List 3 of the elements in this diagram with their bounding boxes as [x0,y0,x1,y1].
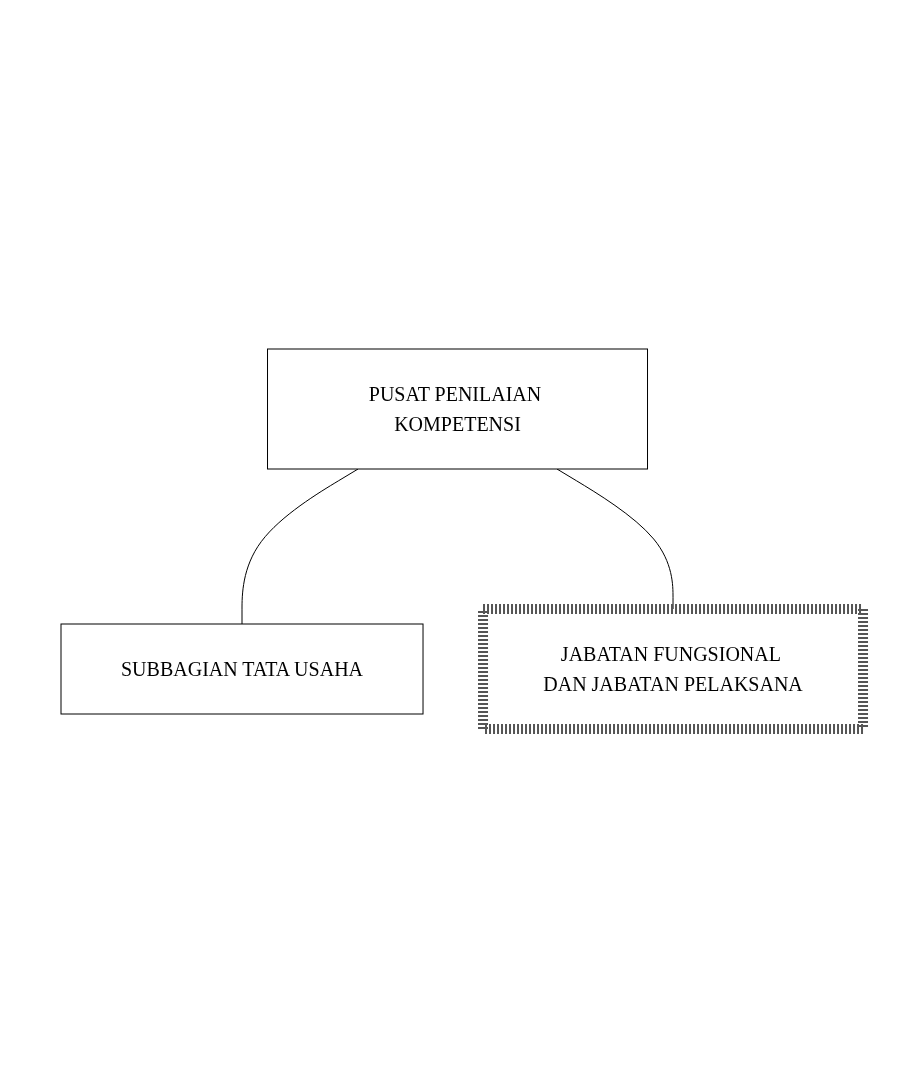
node-box: PUSAT PENILAIAN KOMPETENSI [267,348,648,469]
connector [241,468,359,624]
node-box: SUBBAGIAN TATA USAHA [60,623,424,714]
